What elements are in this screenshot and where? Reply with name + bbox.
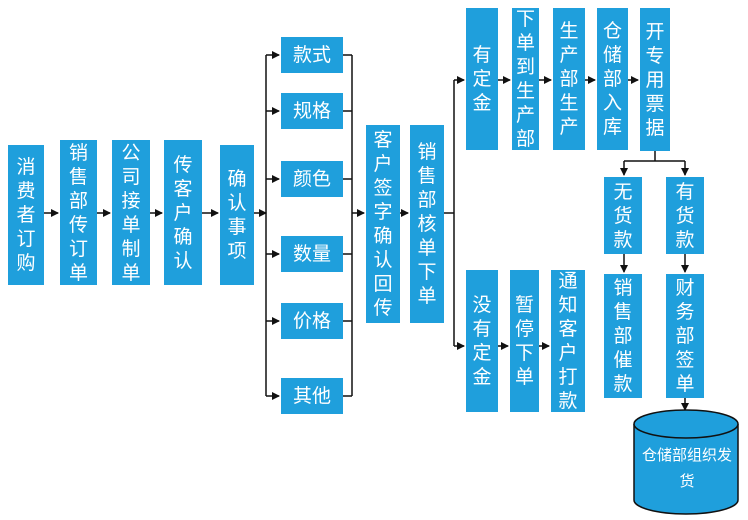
node-has-deposit: 有定金 — [466, 8, 498, 150]
node-customer-sign-return: 客户签字确认回传 — [366, 125, 400, 323]
node-consumer-order: 消费者订购 — [8, 145, 44, 285]
node-warehouse-in-label: 仓储部入库 — [602, 20, 622, 138]
node-pause-order-label: 暂停下单 — [514, 294, 534, 388]
node-issue-invoice-label: 开专用票据 — [645, 20, 665, 139]
node-issue-invoice: 开专用票据 — [640, 8, 670, 151]
node-price: 价格 — [281, 303, 343, 339]
node-style-label: 款式 — [292, 44, 331, 66]
node-company-receive: 公司接单制单 — [112, 140, 150, 285]
node-has-payment: 有货款 — [666, 177, 704, 254]
node-confirm-items: 确认事项 — [220, 145, 254, 285]
node-send-customer-confirm-label: 传客户确认 — [173, 153, 193, 272]
node-sales-pass-order: 销售部传订单 — [60, 140, 97, 285]
node-order-to-production: 下单到生产部 — [512, 8, 539, 150]
node-no-payment: 无货款 — [604, 177, 642, 254]
node-quantity-label: 数量 — [292, 243, 331, 265]
node-color: 颜色 — [281, 161, 343, 197]
node-has-deposit-label: 有定金 — [472, 44, 492, 114]
node-sales-review-order-label: 销售部核单下单 — [417, 141, 437, 307]
node-production-produce: 生产部生产 — [553, 8, 585, 150]
node-sales-urge-payment: 销售部催款 — [604, 274, 642, 398]
node-warehouse-ship-label: 仓储部组织发货 — [641, 446, 732, 490]
node-spec-label: 规格 — [292, 100, 331, 122]
node-style: 款式 — [281, 37, 343, 73]
node-finance-sign-label: 财务部签单 — [675, 277, 695, 395]
node-send-customer-confirm: 传客户确认 — [164, 140, 202, 285]
node-price-label: 价格 — [292, 310, 331, 332]
node-no-deposit-label: 没有定金 — [472, 294, 492, 388]
node-pause-order: 暂停下单 — [510, 270, 539, 412]
node-spec: 规格 — [281, 93, 343, 129]
node-sales-pass-order-label: 销售部传订单 — [68, 141, 88, 284]
node-warehouse-in: 仓储部入库 — [597, 8, 628, 150]
node-has-payment-label: 有货款 — [675, 180, 695, 251]
node-company-receive-label: 公司接单制单 — [121, 141, 141, 284]
node-no-deposit: 没有定金 — [466, 270, 498, 412]
node-order-to-production-label: 下单到生产部 — [515, 8, 535, 150]
node-notify-customer-pay-label: 通知客户打款 — [558, 270, 578, 412]
node-sales-urge-payment-label: 销售部催款 — [613, 277, 633, 395]
node-sales-review-order: 销售部核单下单 — [410, 125, 444, 323]
node-other: 其他 — [281, 378, 343, 414]
node-finance-sign: 财务部签单 — [666, 274, 704, 398]
node-notify-customer-pay: 通知客户打款 — [551, 270, 585, 412]
node-customer-sign-return-label: 客户签字确认回传 — [373, 129, 393, 319]
node-other-label: 其他 — [292, 385, 331, 407]
node-consumer-order-label: 消费者订购 — [16, 156, 36, 274]
node-quantity: 数量 — [281, 236, 343, 272]
node-confirm-items-label: 确认事项 — [227, 168, 247, 262]
node-no-payment-label: 无货款 — [613, 180, 633, 251]
node-color-label: 颜色 — [292, 168, 331, 190]
warehouse-ship-cylinder — [633, 409, 739, 515]
node-production-produce-label: 生产部生产 — [559, 20, 579, 138]
